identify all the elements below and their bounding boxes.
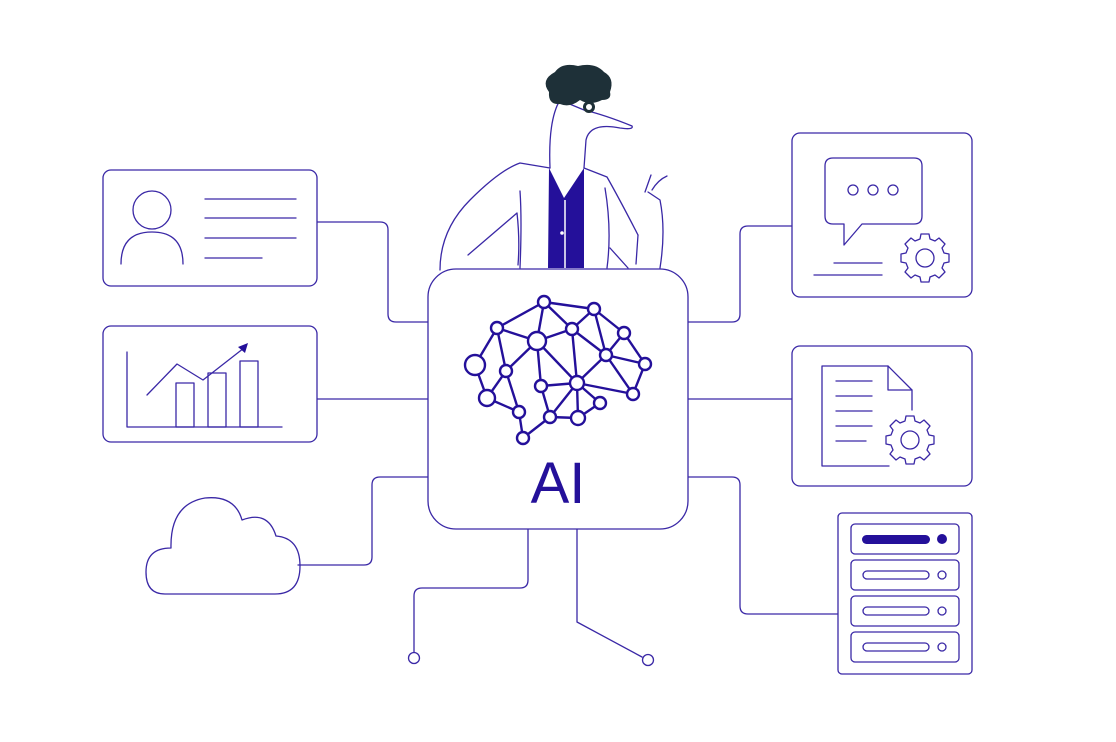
brain-node — [515, 430, 531, 446]
brain-edge — [570, 328, 579, 384]
brain-node — [592, 395, 608, 411]
server-rack-icon — [837, 512, 973, 675]
brain-node — [463, 353, 487, 377]
ai-label: AI — [530, 451, 586, 516]
brain-network-icon — [463, 294, 653, 446]
brain-node — [498, 363, 514, 379]
cloud-icon — [145, 497, 301, 595]
brain-edge — [605, 354, 634, 395]
brain-edge — [576, 381, 634, 396]
brain-node — [489, 320, 505, 336]
brain-node — [569, 409, 587, 427]
brain-node — [616, 325, 632, 341]
brain-node — [568, 374, 586, 392]
chat-settings-icon — [791, 132, 973, 298]
brain-node — [542, 409, 558, 425]
brain-edge — [592, 308, 608, 356]
brain-node — [526, 330, 548, 352]
brain-node — [477, 388, 497, 408]
brain-edge — [543, 300, 595, 311]
brain-edge — [495, 327, 508, 372]
brain-node — [586, 301, 602, 317]
bar-chart-icon — [102, 325, 318, 443]
brain-node — [625, 386, 641, 402]
brain-node — [598, 347, 614, 363]
brain-node — [637, 356, 653, 372]
brain-node — [536, 294, 552, 310]
profile-card-icon — [102, 169, 318, 287]
brain-node — [533, 378, 549, 394]
person-illustration — [439, 64, 668, 271]
document-settings-icon — [791, 345, 973, 487]
brain-node — [511, 404, 527, 420]
brain-node — [564, 321, 580, 337]
brain-edge — [496, 300, 545, 330]
connector-lines — [297, 221, 839, 667]
